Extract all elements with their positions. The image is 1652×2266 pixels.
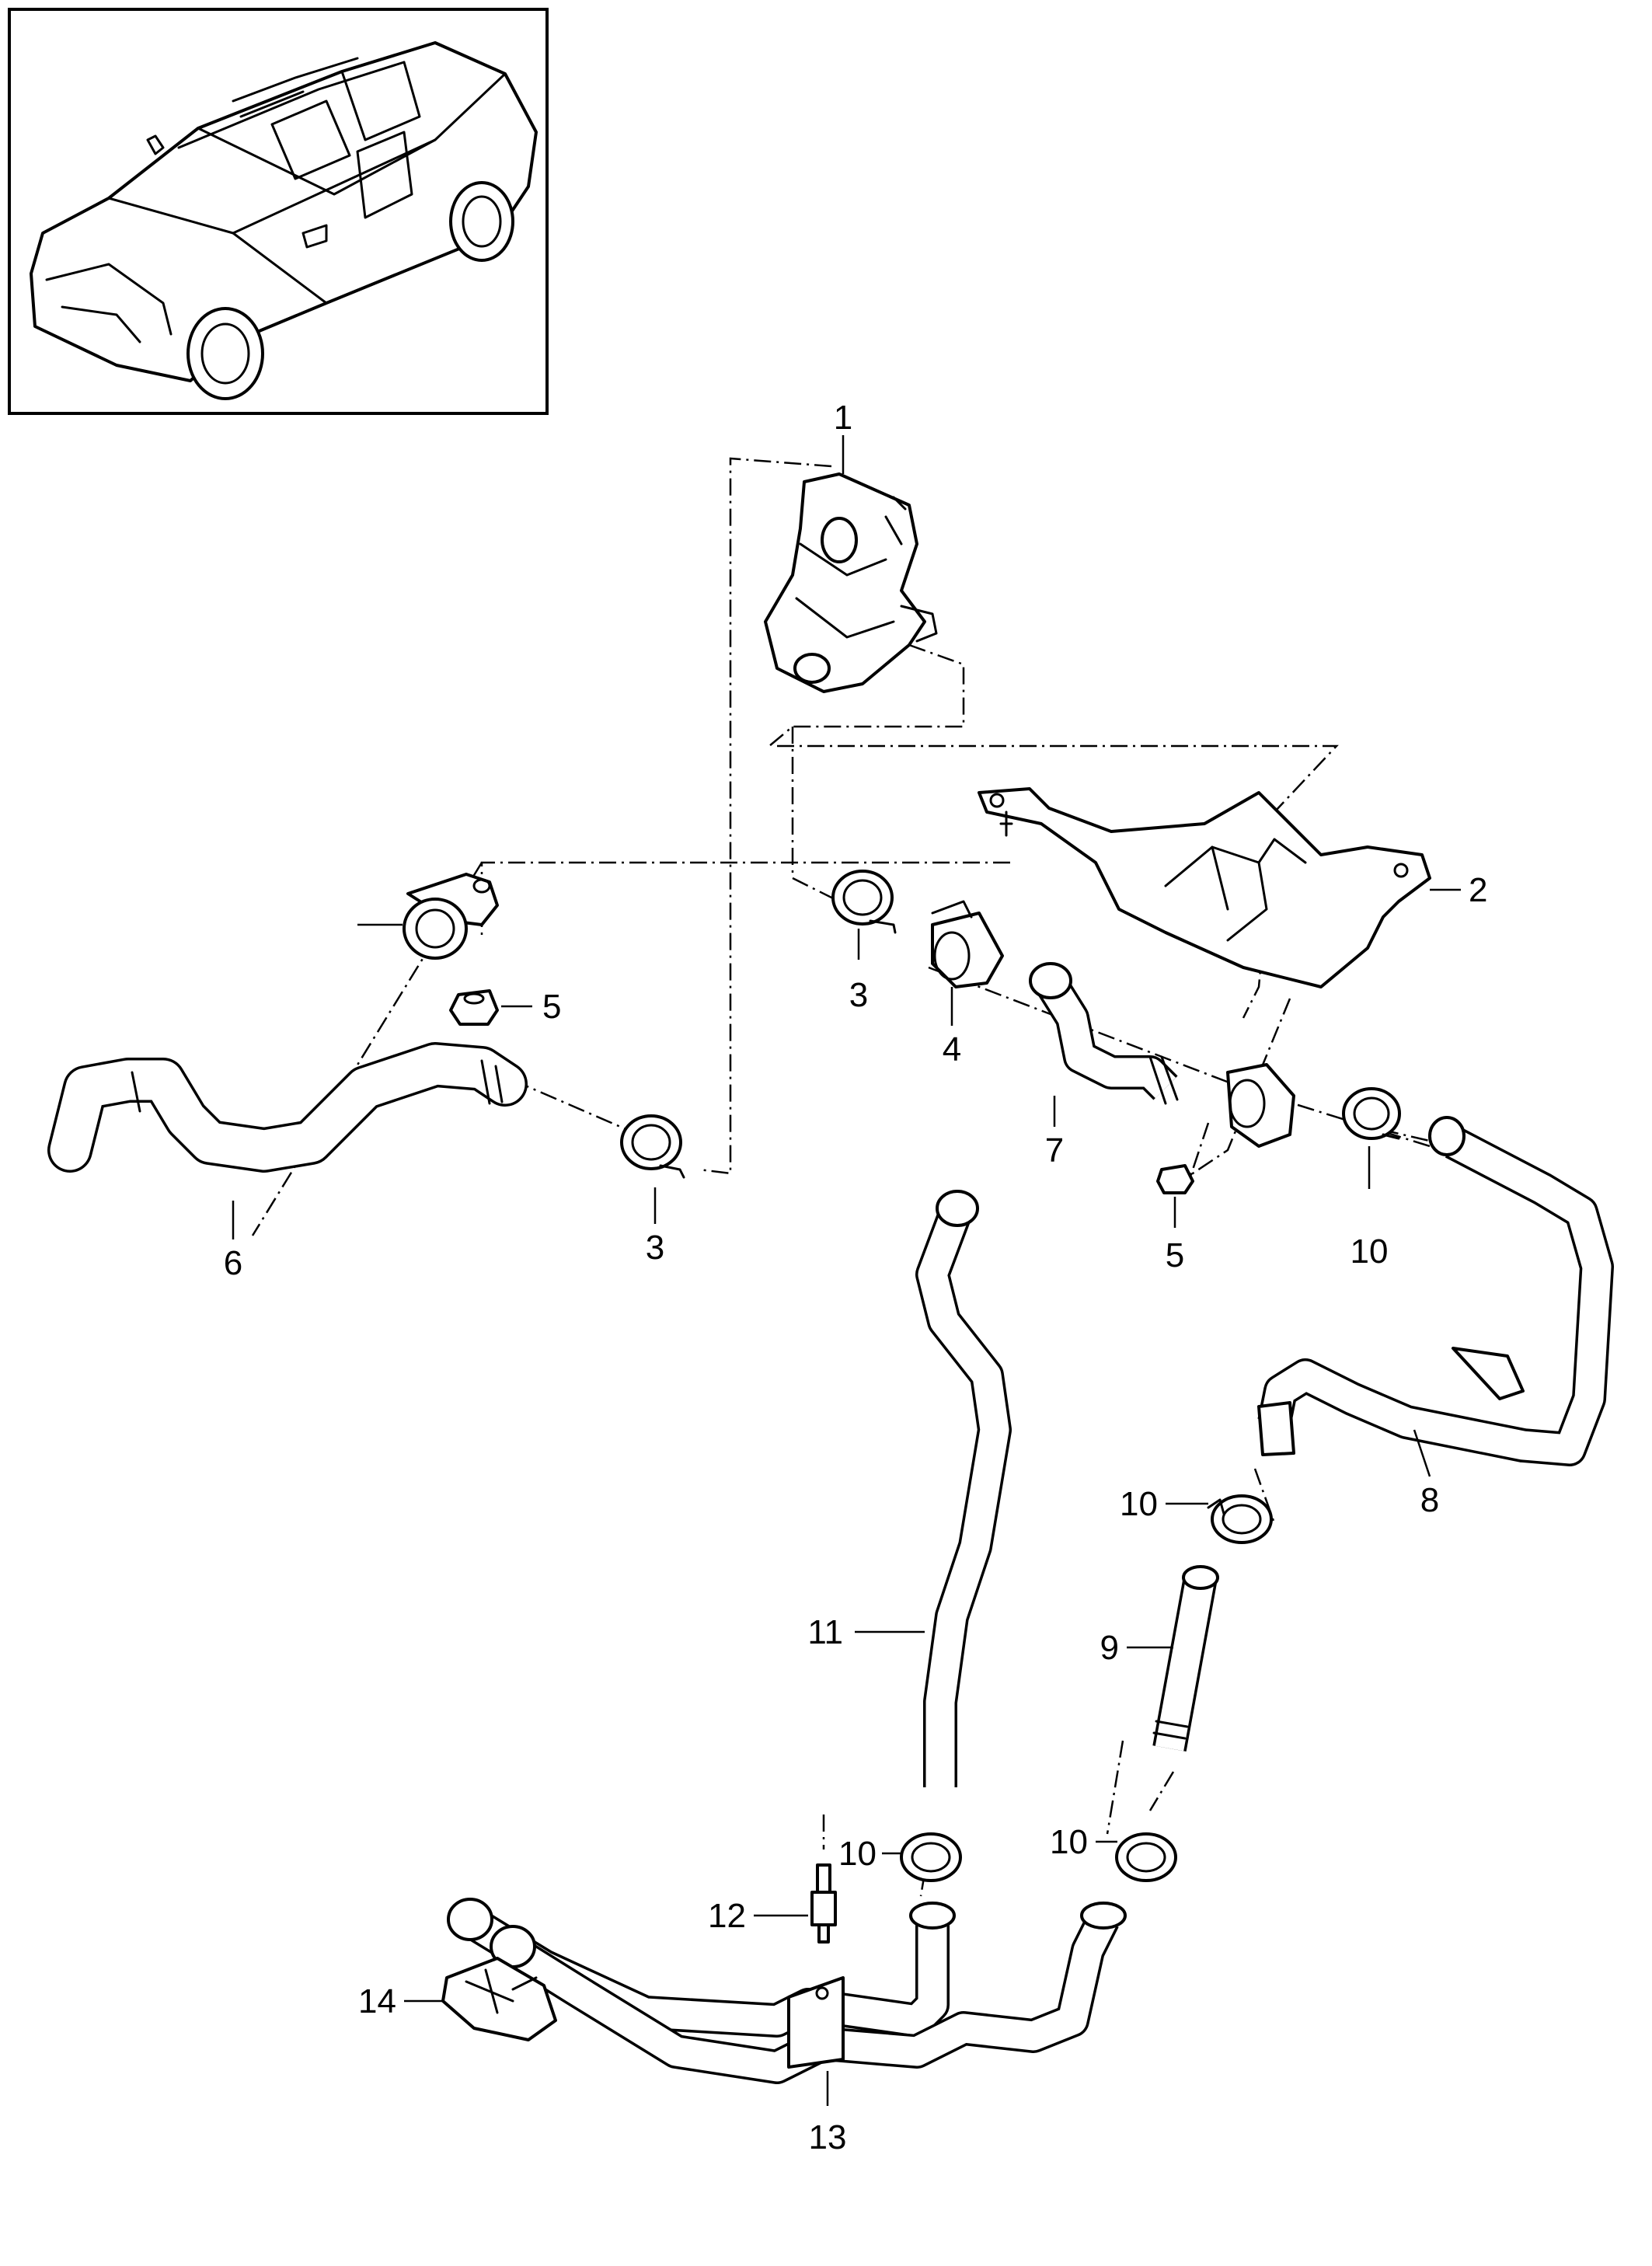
callout-10-bottom-right: 10 <box>1050 1823 1088 1861</box>
clamp-3-left <box>620 1114 685 1179</box>
callout-4: 4 <box>943 1030 961 1069</box>
clamp-10-mid <box>1207 1494 1273 1544</box>
suv-illustration <box>30 41 538 400</box>
hose-8 <box>1257 1116 1614 1466</box>
hose-6 <box>47 1042 528 1173</box>
mounting-bracket <box>978 787 1431 988</box>
hose-7 <box>1029 962 1179 1105</box>
stud-12 <box>810 1863 837 1944</box>
pipe-clip <box>403 873 499 960</box>
connector-right <box>1226 1063 1295 1148</box>
callout-5-left: 5 <box>542 988 561 1026</box>
callout-13: 13 <box>809 2118 847 2156</box>
clamp-10-bottom-left <box>900 1832 962 1882</box>
connector-4 <box>931 900 1004 988</box>
callout-5-right: 5 <box>1166 1236 1184 1274</box>
callout-3-right: 3 <box>849 976 868 1014</box>
hose-11 <box>915 1190 1012 1787</box>
callout-10-bottom-left: 10 <box>838 1835 877 1873</box>
nut-5-left <box>449 989 499 1026</box>
vehicle-overview-inset <box>8 8 549 415</box>
callout-12: 12 <box>708 1897 746 1935</box>
callout-6: 6 <box>224 1244 242 1282</box>
callout-2: 2 <box>1469 871 1487 909</box>
callout-3-left: 3 <box>646 1229 664 1267</box>
y-pipe-13 <box>447 1898 1127 2084</box>
hose-9 <box>1152 1565 1219 1752</box>
callout-14: 14 <box>358 1982 396 2020</box>
clamp-3-right <box>831 870 897 934</box>
callout-7: 7 <box>1045 1131 1064 1170</box>
heater-valve <box>764 472 938 693</box>
callout-9: 9 <box>1100 1629 1119 1667</box>
clamp-10-bottom-right <box>1115 1832 1177 1882</box>
callout-11: 11 <box>807 1613 843 1651</box>
clamp-10-top <box>1342 1087 1401 1140</box>
nut-5-right <box>1156 1164 1194 1194</box>
callout-1: 1 <box>834 399 852 437</box>
callout-10-top: 10 <box>1351 1232 1389 1271</box>
callout-8: 8 <box>1420 1481 1439 1519</box>
clip-14 <box>441 1957 557 2041</box>
callout-10-mid: 10 <box>1120 1485 1158 1523</box>
